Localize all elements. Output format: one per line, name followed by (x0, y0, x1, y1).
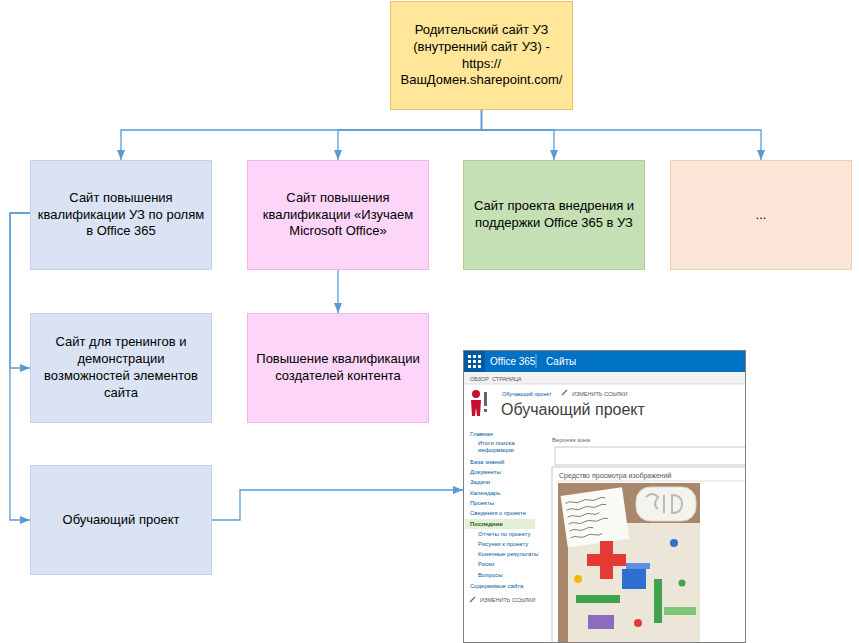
connector-arrow (337, 270, 338, 313)
site-box: ... (670, 160, 852, 270)
box-label: ... (756, 207, 767, 224)
screenshot-text: Средство просмотра изображений (559, 472, 672, 480)
pencil-icon (470, 597, 475, 602)
waffle-dot (468, 365, 471, 368)
app-launcher (463, 350, 485, 372)
box-label: Сайт для тренингов и демонстрации возмож… (37, 334, 205, 402)
connector-arrow (482, 110, 762, 160)
site-box: Сайт повышения квалификации УЗ по ролям … (30, 160, 212, 270)
screenshot-text: Проекты (470, 500, 494, 507)
connector-arrow (10, 213, 30, 520)
screenshot-text: Рисунки к проекту (478, 541, 528, 548)
waffle-dot (473, 355, 476, 358)
figure (670, 539, 678, 547)
red-cross (587, 554, 626, 566)
waffle-icon (468, 355, 481, 368)
purple-block (588, 615, 614, 629)
screenshot-text: Обучающий проект (501, 401, 645, 419)
waffle-dot (468, 355, 471, 358)
web-part-box (552, 467, 746, 643)
ribbon-bar (463, 372, 746, 384)
photo (558, 483, 700, 643)
screenshot-text: Задачи (470, 479, 490, 486)
figure (634, 619, 642, 627)
screenshot-text: Содержимое сайта (470, 583, 523, 590)
paper-letters (636, 487, 696, 521)
subsite-box: Сайт для тренингов и демонстрации возмож… (30, 313, 212, 423)
waffle-dot (473, 360, 476, 363)
screenshot-text: Документы (470, 469, 501, 476)
logo-mark (484, 392, 487, 406)
ribbon-rule (463, 384, 746, 385)
screenshot-text: Сведения о проекте (470, 510, 526, 517)
waffle-dot (473, 365, 476, 368)
connector-arrow (121, 110, 482, 160)
cardboard (558, 483, 700, 643)
web-part-rule (558, 481, 746, 482)
screenshot-text: Отчеты по проекту (478, 531, 530, 538)
parent-site-box: Родительский сайт УЗ (внутренний сайт УЗ… (390, 1, 573, 110)
note-paper (561, 487, 630, 547)
paper-sheet (561, 487, 630, 547)
screenshot-text: База знаний (470, 459, 504, 466)
waffle-dot (478, 365, 481, 368)
screenshot-text: СТРАНИЦА (492, 376, 522, 382)
green-wall (664, 607, 696, 615)
site-box: Сайт проекта внедрения и поддержки Offic… (463, 160, 645, 270)
logo-body (471, 400, 481, 416)
site-logo (471, 390, 487, 416)
site-box: Сайт повышения квалификации «Изучаем Mic… (247, 160, 429, 270)
logo-mark (484, 409, 487, 412)
connector-arrow (212, 490, 463, 520)
waffle-dot (478, 355, 481, 358)
screenshot-text: Календарь (470, 490, 500, 497)
handwriting (566, 497, 611, 539)
screenshot-text: Обучающий проект (502, 391, 551, 397)
box-label: Повышение квалификации создателей контен… (254, 351, 422, 385)
figure (574, 575, 582, 583)
figure (679, 580, 686, 587)
connector-arrow (338, 110, 482, 160)
letter-shapes (646, 494, 682, 513)
box-label: Сайт проекта внедрения и поддержки Offic… (470, 198, 638, 232)
screenshot-ground (463, 350, 746, 643)
green-wall (654, 579, 662, 623)
screenshot-text: Сайты (546, 356, 576, 368)
top-zone-box (555, 447, 746, 465)
box-label: Сайт повышения квалификации «Изучаем Mic… (254, 190, 422, 241)
screenshot-text: Office 365 (490, 356, 535, 368)
waffle-dot (468, 360, 471, 363)
suite-bar (463, 350, 746, 372)
box-label: Сайт повышения квалификации УЗ по ролям … (37, 190, 205, 241)
connector-arrow (482, 110, 555, 160)
subsite-box: Обучающий проект (30, 465, 212, 575)
screenshot-text: Конечные результаты (478, 551, 538, 558)
screenshot-text: ОБЗОР (470, 376, 489, 382)
pencil-icon (562, 390, 567, 395)
green-wall (576, 595, 620, 603)
bar-separator (536, 354, 537, 368)
screenshot-text: Главная (470, 431, 493, 438)
subsite-box: Повышение квалификации создателей контен… (247, 313, 429, 423)
screenshot-text: Риски (478, 561, 494, 568)
box-label: Обучающий проект (63, 512, 180, 529)
connector-arrow (10, 213, 30, 368)
screenshot-text: ИЗМЕНИТЬ ССЫЛКИ (480, 597, 536, 603)
screenshot-text: Верхняя зона (552, 437, 590, 444)
screenshot-text: Итоги поиска информации (478, 440, 528, 454)
screenshot-text: ИЗМЕНИТЬ ССЫЛКИ (572, 391, 628, 397)
screenshot-text: Последние (470, 521, 503, 528)
nav-highlight (465, 519, 535, 529)
logo-head (472, 390, 480, 398)
blue-block (622, 569, 646, 589)
screenshot-panel: Office 365 СайтыОБЗОРСТРАНИЦА Обучающий пр… (463, 350, 746, 643)
screenshot-text: Вопросы (478, 572, 503, 579)
waffle-dot (478, 360, 481, 363)
box-label: Родительский сайт УЗ (внутренний сайт УЗ… (397, 22, 566, 90)
blue-block (626, 563, 650, 569)
